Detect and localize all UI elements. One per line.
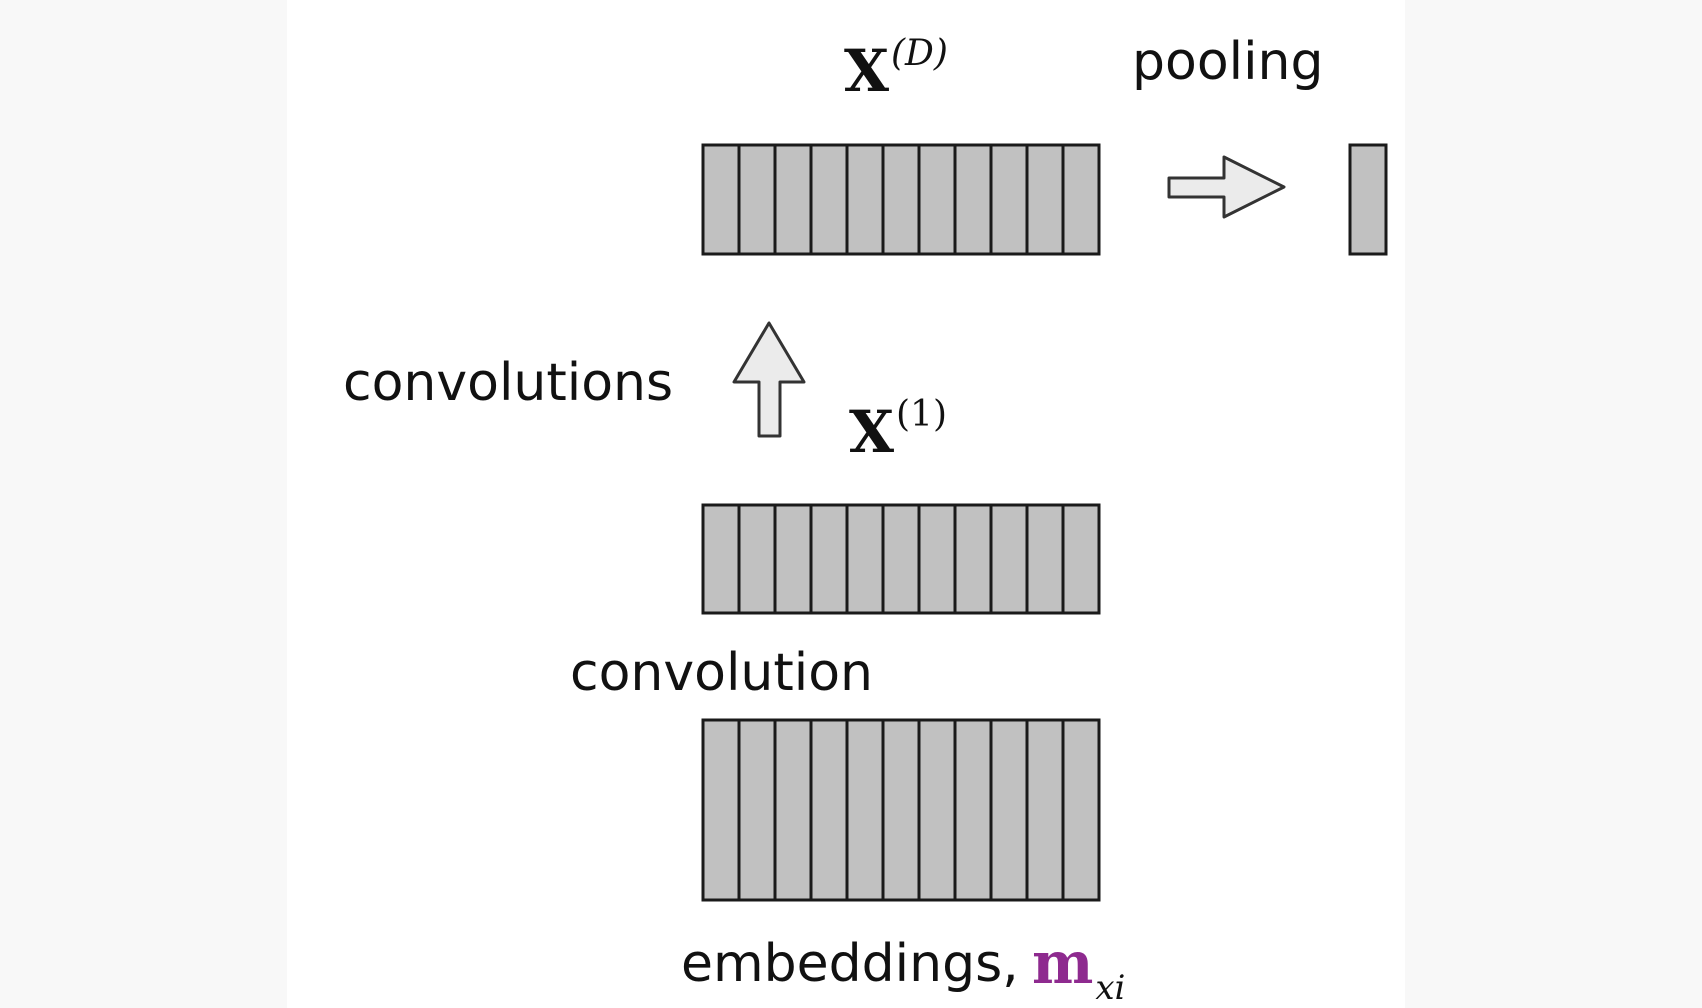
embeddings-label: embeddings,: [681, 934, 1019, 994]
layer-xd-cell-5: [845, 143, 885, 256]
embedding-cell-7: [917, 718, 957, 902]
embedding-cell-3: [773, 718, 813, 902]
embedding-cell-11: [1061, 718, 1101, 902]
layer-x1-cell-1: [701, 503, 741, 615]
layer-xd-cell-8: [953, 143, 993, 256]
convolutions-arrow-icon: [732, 321, 806, 438]
layer-x1-cell-2: [737, 503, 777, 615]
layer-xd-cell-10: [1025, 143, 1065, 256]
embedding-vector-symbol: mxi: [1032, 929, 1126, 1008]
layer-x1-cell-8: [953, 503, 993, 615]
embedding-cell-4: [809, 718, 849, 902]
layer-x1-label: X(1): [849, 394, 948, 466]
layer-xd-cell-2: [737, 143, 777, 256]
layer-x1-cells: [701, 503, 1101, 615]
embedding-cell-6: [881, 718, 921, 902]
layer-xd-cell-9: [989, 143, 1029, 256]
embedding-cell-2: [737, 718, 777, 902]
layer-x1-cell-5: [845, 503, 885, 615]
layer-x1-cell-4: [809, 503, 849, 615]
pooling-arrow-icon: [1167, 155, 1286, 219]
layer-x1-cell-11: [1061, 503, 1101, 615]
embedding-cell-10: [1025, 718, 1065, 902]
pooling-label: pooling: [1132, 32, 1324, 92]
layer-xd-cell-4: [809, 143, 849, 256]
layer-x1-cell-10: [1025, 503, 1065, 615]
convolutions-label: convolutions: [343, 353, 674, 413]
layer-xd-cells: [701, 143, 1101, 256]
layer-xd-cell-1: [701, 143, 741, 256]
layer-xd-label: X(D): [844, 33, 948, 105]
pooled-cell-1: [1348, 143, 1388, 256]
layer-x1-cell-7: [917, 503, 957, 615]
embedding-cell-9: [989, 718, 1029, 902]
cnn-diagram: [701, 143, 1388, 902]
embedding-cell-8: [953, 718, 993, 902]
layer-x1-cell-3: [773, 503, 813, 615]
layer-xd-cell-11: [1061, 143, 1101, 256]
layer-x1-cell-9: [989, 503, 1029, 615]
layer-xd-cell-7: [917, 143, 957, 256]
embedding-cell-5: [845, 718, 885, 902]
layer-x1-cell-6: [881, 503, 921, 615]
diagram-slide: X(D) pooling convolutions X(1) convoluti…: [287, 0, 1405, 1008]
layer-xd-cell-3: [773, 143, 813, 256]
embeddings-cells: [701, 718, 1101, 902]
pooled-output-cell: [1348, 143, 1388, 256]
convolution-label: convolution: [570, 643, 873, 703]
embedding-cell-1: [701, 718, 741, 902]
layer-xd-cell-6: [881, 143, 921, 256]
